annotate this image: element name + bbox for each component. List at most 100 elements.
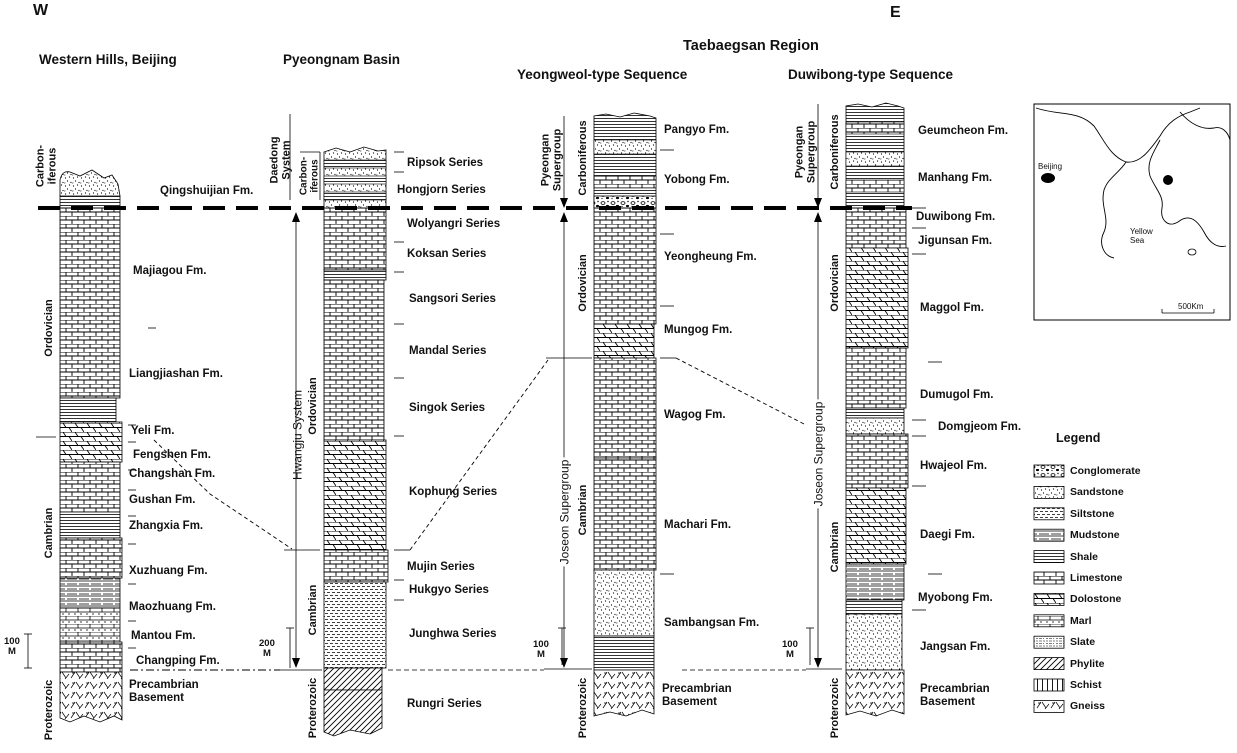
legend-swatch-phylite (1033, 657, 1065, 670)
formation-label: Yeli Fm. (131, 425, 175, 437)
formation-label: Ripsok Series (407, 157, 484, 169)
legend-label-gneiss: Gneiss (1070, 700, 1106, 713)
region-title: Taebaegsan Region (683, 38, 819, 54)
formation-label: Zhangxia Fm. (129, 520, 204, 532)
legend-label-siltstone: Siltstone (1070, 507, 1115, 520)
period-label: Proterozoic (307, 677, 320, 739)
period-label: Ordovician (577, 254, 590, 312)
legend-swatch-slate (1033, 635, 1065, 649)
formation-label: Koksan Series (407, 248, 487, 260)
formation-label: Sambangsan Fm. (664, 617, 760, 629)
legend-label-mudstone: Mudstone (1070, 529, 1120, 542)
map-label-yellow-sea: Yellow Sea (1130, 227, 1153, 246)
period-label: Carboniferous (829, 114, 842, 190)
direction-west: W (33, 2, 49, 19)
formation-label: Geumcheon Fm. (918, 125, 1009, 137)
system-label: Hwangju System (290, 389, 305, 481)
formation-label: Jangsan Fm. (920, 641, 991, 653)
legend-swatch-sandstone (1033, 485, 1065, 499)
location-map (1033, 103, 1231, 321)
period-label: Ordovician (43, 299, 56, 357)
legend-swatch-mudstone (1033, 528, 1065, 542)
formation-label: Fengshen Fm. (133, 449, 211, 461)
formation-label: Mujin Series (407, 561, 475, 573)
legend-label-shale: Shale (1070, 550, 1099, 563)
formation-label: Dumugol Fm. (920, 389, 994, 401)
period-label: Ordovician (829, 254, 842, 312)
formation-label: Gushan Fm. (129, 494, 196, 506)
formation-label: Precambrian Basement (920, 683, 990, 709)
formation-label: Machari Fm. (664, 519, 732, 531)
period-label: Proterozoic (829, 677, 842, 739)
period-label: Cambrian (577, 484, 590, 536)
legend-label-marl: Marl (1070, 614, 1092, 627)
legend-title: Legend (1056, 431, 1101, 445)
formation-label: Majiagou Fm. (133, 265, 207, 277)
legend-label-conglomerate: Conglomerate (1070, 465, 1141, 477)
period-label: Cambrian (829, 521, 842, 573)
beijing-marker (1041, 173, 1055, 183)
period-label: Proterozoic (577, 677, 590, 739)
legend-swatch-limestone (1033, 571, 1065, 585)
formation-label: Jigunsan Fm. (918, 235, 993, 247)
formation-label: Maozhuang Fm. (129, 601, 216, 613)
direction-east: E (890, 4, 901, 21)
formation-label: Yobong Fm. (664, 174, 730, 186)
formation-label: Mandal Series (409, 345, 487, 357)
formation-label: Domgjeom Fm. (938, 421, 1022, 433)
formation-label: Kophung Series (409, 486, 498, 498)
period-label: Ordovician (307, 377, 320, 435)
column-title-pyeongnam: Pyeongnam Basin (283, 52, 401, 67)
map-scale-label: 500Km (1178, 302, 1204, 311)
period-label: Carboniferous (577, 120, 590, 196)
legend-swatch-marl (1033, 614, 1065, 628)
formation-label: Qingshuijian Fm. (160, 185, 254, 197)
formation-label: Daegi Fm. (920, 529, 975, 541)
formation-label: Pangyo Fm. (664, 124, 730, 136)
map-label-beijing: Beijing (1038, 162, 1063, 171)
formation-label: Maggol Fm. (920, 302, 984, 314)
legend-label-slate: Slate (1070, 636, 1096, 649)
column-title-yeongweol: Yeongweol-type Sequence (517, 67, 688, 82)
formation-label: Precambrian Basement (662, 683, 732, 709)
column-title-duwibong: Duwibong-type Sequence (788, 67, 954, 82)
scale-bar-label: 100 M (4, 636, 20, 657)
formation-label: Hongjorn Series (397, 184, 486, 196)
legend-label-sandstone: Sandstone (1070, 486, 1124, 499)
formation-label: Changping Fm. (136, 655, 220, 667)
column-yeongweol (544, 112, 676, 717)
legend-swatch-schist (1033, 678, 1065, 692)
legend-swatch-conglomerate (1033, 464, 1065, 478)
formation-label: Junghwa Series (409, 628, 497, 640)
correlation-lines (38, 206, 912, 671)
formation-label: Singok Series (409, 402, 486, 414)
formation-label: Rungri Series (407, 698, 482, 710)
column-duwibong (806, 102, 942, 717)
formation-label: Yeongheung Fm. (664, 251, 757, 263)
legend-swatches (1033, 464, 1065, 713)
formation-label: Myobong Fm. (918, 592, 993, 604)
column-western-hills (24, 169, 156, 723)
scale-bar-label: 100 M (533, 639, 549, 660)
formation-label: Duwibong Fm. (916, 211, 996, 223)
formation-label: Mantou Fm. (131, 630, 196, 642)
formation-label: Mungog Fm. (664, 324, 733, 336)
legend-label-limestone: Limestone (1070, 572, 1123, 584)
formation-label: Changshan Fm. (129, 468, 216, 480)
period-label: Cambrian (307, 584, 320, 636)
column-pyeongnam (280, 114, 410, 737)
legend-label-schist: Schist (1070, 679, 1102, 691)
formation-label: Hwajeol Fm. (920, 460, 988, 472)
formation-label: Precambrian Basement (129, 679, 199, 705)
period-label: Proterozoic (43, 679, 56, 741)
legend-swatch-shale (1033, 550, 1065, 563)
group-label: Joseon Supergroup (811, 399, 826, 509)
legend-swatch-gneiss (1033, 700, 1065, 713)
legend-label-phylite: Phylite (1070, 657, 1105, 670)
formation-label: Sangsori Series (409, 293, 496, 305)
legend-swatch-dolostone (1033, 593, 1065, 606)
scale-bar-label: 200 M (259, 638, 275, 659)
period-label: Carbon-iferous (34, 144, 58, 188)
